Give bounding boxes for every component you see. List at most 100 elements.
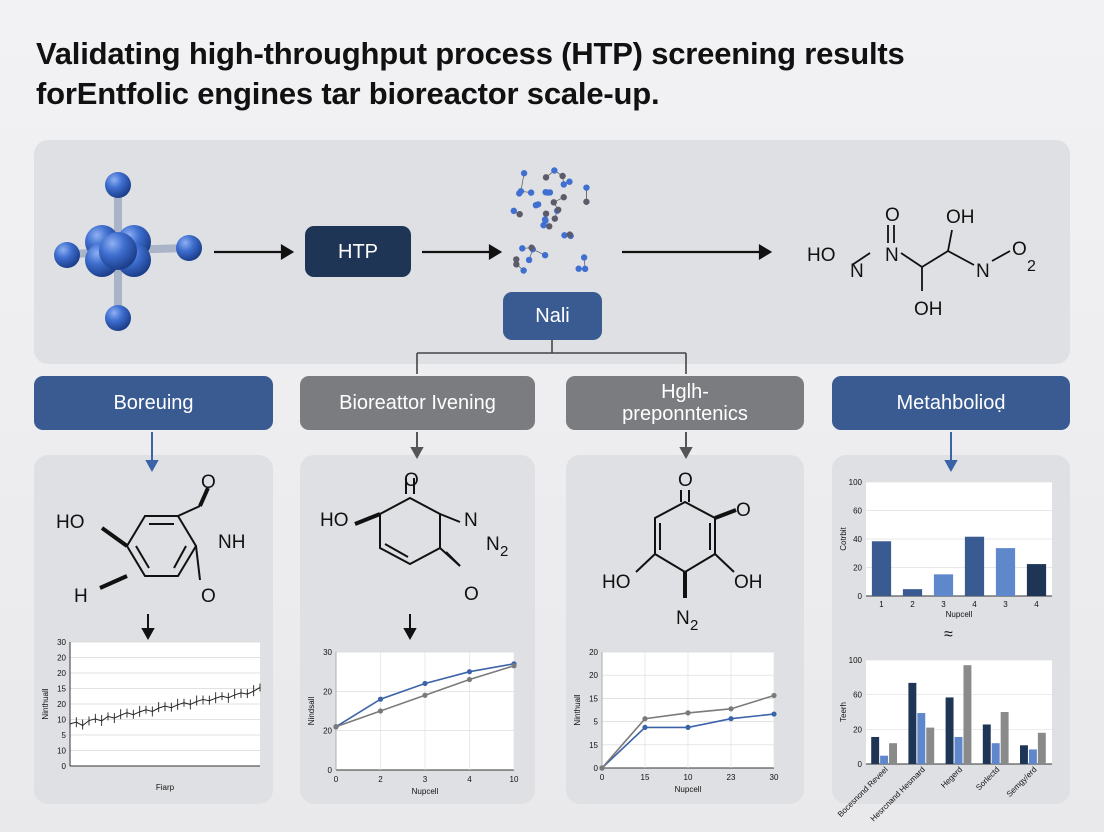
col1-nh: NH bbox=[218, 532, 245, 553]
flow-arrows bbox=[214, 244, 773, 374]
data-point bbox=[728, 706, 734, 712]
y-tick-label: 20 bbox=[57, 654, 66, 663]
y-tick-label: 0 bbox=[858, 760, 863, 769]
data-point bbox=[685, 710, 691, 716]
network-atom bbox=[551, 215, 559, 222]
data-point bbox=[771, 711, 777, 717]
bar bbox=[933, 574, 954, 596]
y-tick-label: 20 bbox=[57, 669, 66, 678]
x-tick-label: 4 bbox=[972, 600, 977, 609]
y-axis-label: Ninthuall bbox=[41, 688, 50, 719]
network-atom bbox=[544, 189, 551, 196]
x-tick-label: 3 bbox=[941, 600, 946, 609]
network-atom bbox=[510, 207, 518, 215]
network-atom bbox=[542, 174, 550, 181]
col2-ho: HO bbox=[320, 510, 349, 531]
product-o: O bbox=[885, 205, 900, 226]
network-atom bbox=[516, 210, 523, 218]
header-metabolioḍ: Metahbolioḍ bbox=[832, 376, 1070, 430]
bar bbox=[871, 541, 892, 596]
network-atom bbox=[560, 181, 567, 188]
data-point bbox=[599, 765, 605, 771]
y-axis-label: Teerh bbox=[839, 702, 848, 722]
network-atom bbox=[532, 201, 540, 209]
network-atom bbox=[546, 223, 553, 230]
x-axis-label: Nupcell bbox=[675, 785, 702, 794]
network-atom bbox=[528, 244, 535, 251]
product-oh-bottom: OH bbox=[914, 299, 943, 320]
data-point bbox=[511, 663, 517, 669]
bar bbox=[963, 665, 972, 764]
network-atom bbox=[583, 184, 590, 191]
network-atom bbox=[566, 178, 573, 185]
x-tick-label: 4 bbox=[1034, 600, 1039, 609]
col3-ho: HO bbox=[602, 572, 631, 593]
bar bbox=[1020, 745, 1028, 764]
product-n1: N bbox=[850, 261, 864, 282]
x-axis-label: Nupcell bbox=[946, 610, 973, 619]
x-tick-label: 0 bbox=[600, 773, 605, 782]
x-axis-label: Fiarp bbox=[156, 783, 175, 792]
y-tick-label: 15 bbox=[57, 685, 66, 694]
y-tick-label: 30 bbox=[57, 638, 66, 647]
y-tick-label: 0 bbox=[328, 766, 333, 775]
network-atom bbox=[583, 198, 590, 205]
tetrahedral-molecule-icon bbox=[54, 172, 202, 331]
bar bbox=[871, 736, 880, 764]
col1-o2: O bbox=[201, 586, 216, 607]
x-tick-label: 3 bbox=[423, 775, 428, 784]
product-o2: O bbox=[1012, 239, 1027, 260]
y-tick-label: 100 bbox=[849, 478, 863, 487]
col2-n2: N bbox=[486, 534, 500, 555]
bar bbox=[917, 713, 926, 764]
col1-ho: HO bbox=[56, 512, 85, 533]
col3-o-right: O bbox=[736, 500, 751, 521]
y-tick-label: 20 bbox=[853, 564, 862, 573]
network-atom bbox=[541, 251, 549, 259]
x-tick-label: Hegerd bbox=[939, 765, 964, 790]
bar bbox=[982, 724, 991, 764]
htp-box: HTP bbox=[305, 226, 411, 277]
col1-o: O bbox=[201, 472, 216, 493]
x-tick-label: 1 bbox=[879, 600, 884, 609]
product-molecule: HO N O N OH N O 2 OH bbox=[807, 205, 1036, 320]
bar bbox=[880, 755, 889, 764]
product-n2: N bbox=[885, 245, 899, 266]
col3-o-top: O bbox=[678, 470, 693, 491]
y-axis-label: Cotrbit bbox=[839, 526, 848, 550]
col3-molecule: O O HO OH N 2 bbox=[602, 470, 763, 634]
network-atom bbox=[560, 194, 567, 201]
x-tick-label: Sorlectd bbox=[974, 765, 1001, 792]
network-atom bbox=[525, 256, 533, 264]
data-point bbox=[466, 676, 473, 683]
x-tick-label: 2 bbox=[910, 600, 915, 609]
col2-o-bottom: O bbox=[464, 584, 479, 605]
data-point bbox=[642, 724, 648, 730]
bar bbox=[908, 682, 917, 764]
network-atom bbox=[566, 231, 573, 238]
network-atom bbox=[513, 261, 520, 268]
data-point bbox=[685, 724, 691, 730]
y-tick-label: 10 bbox=[57, 747, 66, 756]
network-atom bbox=[517, 188, 525, 195]
header-bioreactor: Bioreattor Ivening bbox=[300, 376, 535, 430]
col2-n: N bbox=[464, 510, 478, 531]
data-point bbox=[333, 724, 339, 730]
bar bbox=[1028, 749, 1037, 764]
nali-box: Nali bbox=[503, 292, 602, 340]
page-title: Validating high-throughput process (HTP)… bbox=[36, 34, 1076, 114]
header-preponntenics: Hglh- preponntenics bbox=[566, 376, 804, 430]
network-atom bbox=[575, 265, 582, 272]
col3-n-sub: 2 bbox=[690, 617, 698, 634]
network-atom bbox=[551, 167, 558, 174]
data-point bbox=[466, 669, 473, 675]
y-tick-label: 30 bbox=[323, 648, 332, 657]
data-point bbox=[377, 708, 384, 714]
chart-mark: ≈ bbox=[944, 626, 953, 643]
bar bbox=[945, 697, 954, 764]
